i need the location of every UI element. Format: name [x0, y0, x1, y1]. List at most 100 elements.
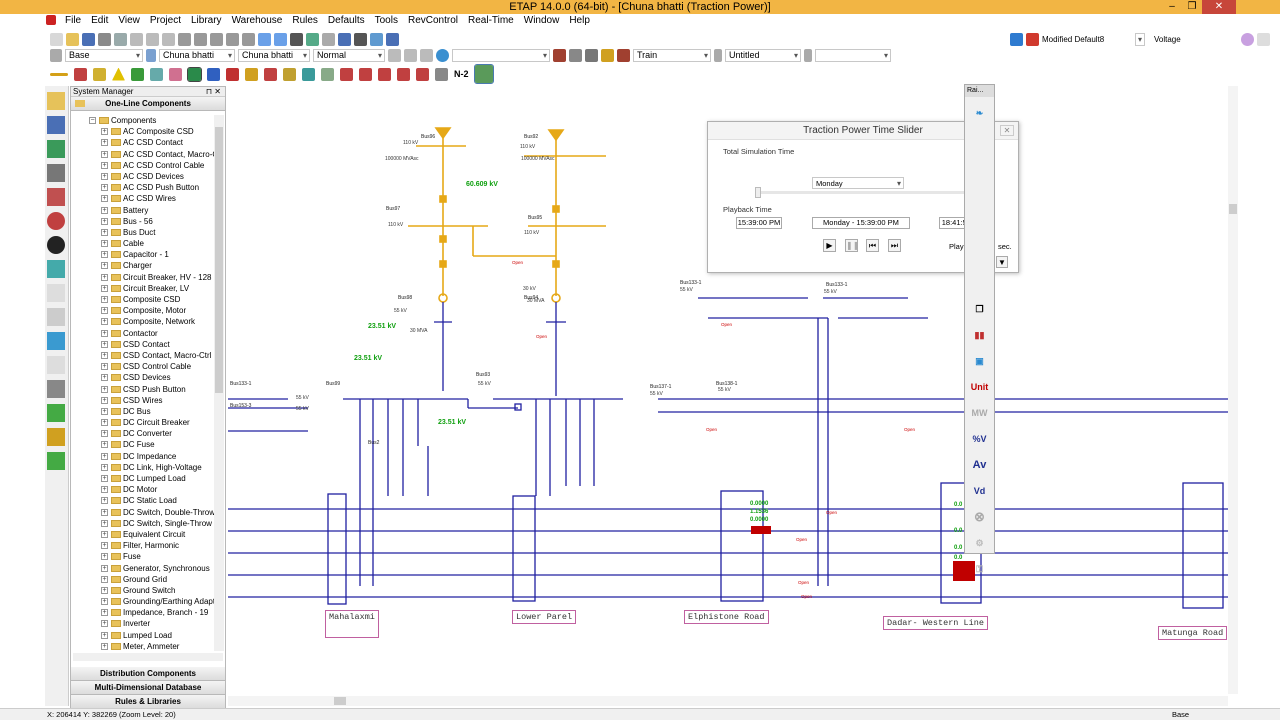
- expand-icon[interactable]: +: [101, 340, 108, 348]
- menu-file[interactable]: File: [65, 15, 82, 26]
- project-icon[interactable]: [47, 140, 65, 158]
- expand-icon[interactable]: +: [101, 206, 108, 214]
- skip-forward-icon[interactable]: ⏭: [888, 239, 901, 252]
- switch-icon[interactable]: [47, 452, 65, 470]
- load-flow-icon[interactable]: [74, 67, 87, 81]
- star-icon[interactable]: [264, 67, 277, 81]
- tree-item[interactable]: +DC Fuse: [73, 439, 215, 450]
- optimal-power-flow-icon[interactable]: [302, 67, 315, 81]
- cable-icon[interactable]: [47, 308, 65, 326]
- gauge-icon[interactable]: [47, 236, 65, 254]
- expand-icon[interactable]: +: [101, 284, 108, 292]
- tree-item[interactable]: +DC Bus: [73, 406, 215, 417]
- canvas-vertical-scrollbar[interactable]: [1228, 86, 1238, 694]
- minimize-icon[interactable]: –: [1169, 1, 1175, 12]
- settings-icon[interactable]: ⚙: [975, 537, 984, 548]
- expand-icon[interactable]: +: [101, 318, 108, 326]
- expand-icon[interactable]: +: [101, 486, 108, 494]
- expand-icon[interactable]: +: [101, 564, 108, 572]
- tree-item[interactable]: +DC Motor: [73, 484, 215, 495]
- canvas-v-thumb[interactable]: [1229, 204, 1237, 214]
- config2-select[interactable]: Chuna bhatti: [238, 48, 310, 62]
- pan-icon[interactable]: [178, 32, 191, 46]
- dc-short-circuit-icon[interactable]: [226, 67, 239, 81]
- tree-item[interactable]: +DC Static Load: [73, 495, 215, 506]
- help-icon[interactable]: [386, 32, 399, 46]
- expand-icon[interactable]: +: [101, 374, 108, 382]
- transient-icon[interactable]: [169, 67, 182, 81]
- tree-item[interactable]: +Inverter: [73, 618, 215, 629]
- tab-multi-dimensional-database[interactable]: Multi-Dimensional Database: [71, 681, 225, 695]
- tree-item[interactable]: +Cable: [73, 238, 215, 249]
- tree-item[interactable]: +CSD Control Cable: [73, 361, 215, 372]
- output-select[interactable]: [815, 48, 891, 62]
- expand-icon[interactable]: +: [101, 430, 108, 438]
- tree-item[interactable]: +DC Switch, Double-Throw: [73, 507, 215, 518]
- menu-edit[interactable]: Edit: [91, 15, 109, 26]
- zoom-window-icon[interactable]: [242, 32, 255, 46]
- expand-icon[interactable]: +: [101, 642, 108, 650]
- expand-icon[interactable]: +: [101, 452, 108, 460]
- close-icon[interactable]: ✕: [1202, 0, 1236, 14]
- cut-icon[interactable]: [130, 32, 143, 46]
- ground-icon[interactable]: [47, 356, 65, 374]
- horizontal-scrollbar[interactable]: [73, 653, 223, 661]
- tree-item[interactable]: +CSD Contact: [73, 339, 215, 350]
- tree-item[interactable]: +AC CSD Devices: [73, 171, 215, 182]
- cable-pulling-icon[interactable]: [340, 67, 353, 81]
- unit-button[interactable]: Unit: [970, 382, 989, 392]
- expand-icon[interactable]: +: [101, 128, 108, 136]
- bar-chart-icon[interactable]: ▮▮: [974, 329, 985, 340]
- station-mahalaxmi[interactable]: Mahalaxmi: [325, 610, 379, 638]
- network-icon[interactable]: [436, 48, 449, 62]
- expand-icon[interactable]: +: [101, 575, 108, 583]
- expand-icon[interactable]: +: [101, 497, 108, 505]
- library-icon[interactable]: [370, 32, 383, 46]
- expand-icon[interactable]: +: [101, 586, 108, 594]
- expand-icon[interactable]: +: [101, 251, 108, 259]
- tree-item[interactable]: +Charger: [73, 260, 215, 271]
- menu-view[interactable]: View: [118, 15, 140, 26]
- study-icon[interactable]: [804, 48, 812, 62]
- expand-icon[interactable]: +: [101, 363, 108, 371]
- expand-icon[interactable]: +: [101, 228, 108, 236]
- dc-load-flow-icon[interactable]: [207, 67, 220, 81]
- undo-icon[interactable]: [258, 32, 271, 46]
- expand-icon[interactable]: +: [101, 150, 108, 158]
- menu-revcontrol[interactable]: RevControl: [407, 15, 458, 26]
- contingency-icon[interactable]: [416, 67, 429, 81]
- tree-item[interactable]: +DC Impedance: [73, 451, 215, 462]
- expand-icon[interactable]: +: [101, 396, 108, 404]
- revision-icon[interactable]: [1010, 32, 1023, 46]
- dc-icon[interactable]: [47, 332, 65, 350]
- expand-icon[interactable]: +: [101, 419, 108, 427]
- alert-icon[interactable]: [47, 212, 65, 230]
- zoom-out-icon[interactable]: [210, 32, 223, 46]
- app-logo-icon[interactable]: [46, 15, 56, 25]
- expand-icon[interactable]: +: [101, 553, 108, 561]
- expand-icon[interactable]: +: [101, 463, 108, 471]
- expand-icon[interactable]: +: [101, 273, 108, 281]
- expand-icon[interactable]: +: [101, 598, 108, 606]
- menu-window[interactable]: Window: [523, 15, 560, 26]
- check-icon[interactable]: [404, 48, 417, 62]
- tree-item[interactable]: +Bus - 56: [73, 216, 215, 227]
- line-constants-icon[interactable]: [435, 67, 448, 81]
- canvas-h-thumb[interactable]: [334, 697, 346, 705]
- traction-train-icon[interactable]: [473, 64, 494, 84]
- tree-item[interactable]: +Composite, Motor: [73, 305, 215, 316]
- system-icon[interactable]: [47, 116, 65, 134]
- grid-icon[interactable]: [306, 32, 319, 46]
- tree-root[interactable]: −Components: [73, 115, 215, 126]
- expand-icon[interactable]: ▼: [996, 256, 1008, 268]
- expand-icon[interactable]: +: [101, 240, 108, 248]
- tree-item[interactable]: +Lumped Load: [73, 630, 215, 641]
- tree-item[interactable]: +Composite, Network: [73, 316, 215, 327]
- color-theme-icon[interactable]: [1241, 32, 1254, 46]
- tree-item[interactable]: +AC CSD Push Button: [73, 182, 215, 193]
- tree-item[interactable]: +CSD Push Button: [73, 384, 215, 395]
- expand-icon[interactable]: +: [101, 161, 108, 169]
- modified-dropdown[interactable]: [1135, 32, 1145, 46]
- print-preview-icon[interactable]: [114, 32, 127, 46]
- tree-item[interactable]: +Impedance, Branch - 19: [73, 607, 215, 618]
